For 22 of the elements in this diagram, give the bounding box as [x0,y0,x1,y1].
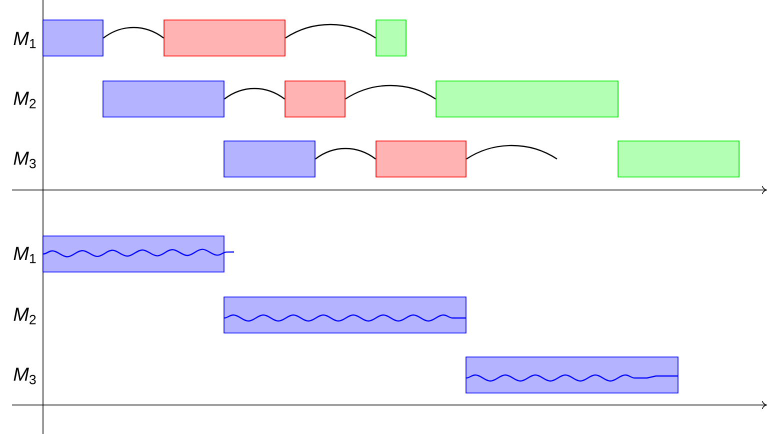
machine-label: M$_{2}$ [14,92,36,108]
bar [42,20,104,56]
bar [42,236,224,272]
bar [224,296,466,334]
bar [376,20,406,56]
bar [224,140,316,178]
bar [436,80,618,118]
machine-label: M$_{3}$ [14,152,36,168]
bar [376,140,466,178]
bar [164,20,286,56]
machine-label: M$_{3}$ [14,368,36,384]
arc-connector [103,26,164,38]
bar [102,80,224,118]
machine-label: M$_{2}$ [14,308,36,324]
bar [284,80,346,118]
bar [618,140,740,178]
arc-connector [315,148,376,160]
bar [466,356,678,394]
arc-connector [285,24,376,39]
arc-connector [345,84,436,100]
arc-connector [224,88,285,100]
arc-connector [466,144,558,160]
